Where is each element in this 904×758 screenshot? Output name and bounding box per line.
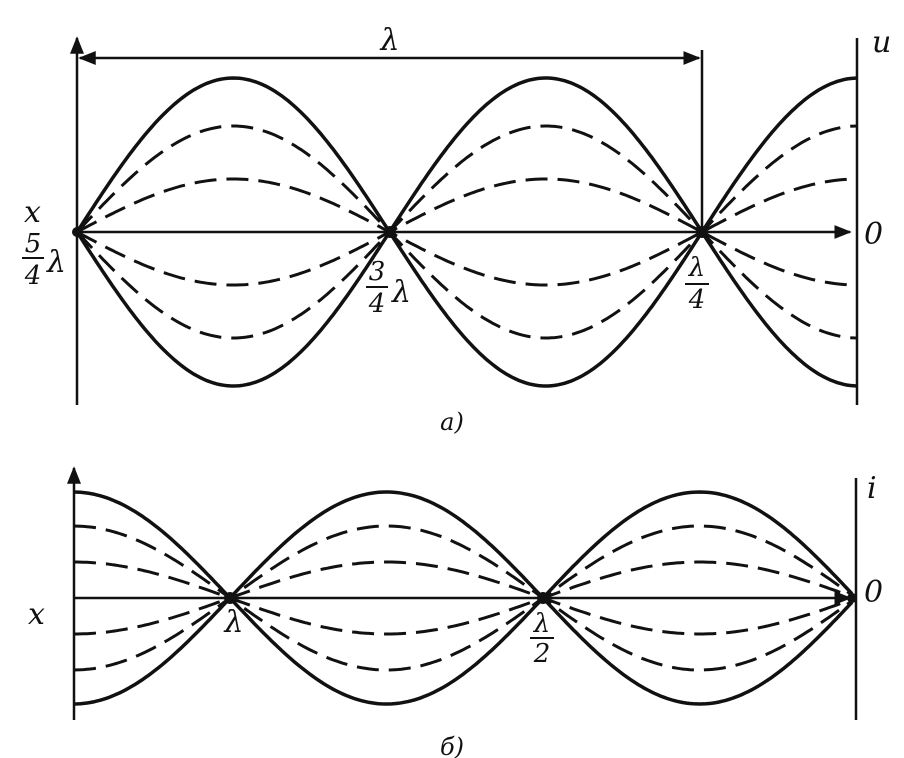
wavelength-label: λ (379, 23, 399, 58)
node-point-a-left (72, 227, 82, 237)
b-curve-dashed-2-upper (74, 560, 853, 600)
b-curve-dashed-1-lower (73, 596, 853, 672)
node-point-b-2 (537, 592, 549, 604)
left-node-label: 5 4 λ (22, 229, 66, 291)
a-curve-envelope-lower (75, 229, 858, 388)
origin-label-b: 0 (864, 575, 883, 610)
left-node-numerator: 5 (25, 229, 42, 259)
x-axis-label-a: x (24, 195, 41, 230)
left-node-suffix: λ (46, 245, 66, 280)
node-1-label: λ (223, 605, 243, 640)
origin-label-a: 0 (864, 217, 883, 252)
diagram-a: λ u 0 x 5 4 λ 3 4 λ λ 4 a) (22, 23, 891, 436)
x-axis-label-b: x (28, 597, 45, 632)
b-curve-envelope-lower (73, 596, 854, 706)
b-curve-envelope-upper (73, 490, 854, 600)
middle-node-suffix: λ (391, 275, 411, 310)
diagram-b: i 0 x λ λ 2 б) (28, 466, 883, 758)
a-curve-envelope-upper (75, 76, 858, 235)
middle-node-denominator: 4 (368, 289, 386, 319)
node-point-b-end (847, 593, 857, 603)
node-2-label: λ 2 (530, 609, 554, 669)
right-node-numerator: λ (688, 253, 705, 283)
wave-curves-b (73, 490, 854, 706)
b-curve-dashed-1-upper (73, 524, 853, 600)
vertical-axis-label-u: u (872, 25, 891, 60)
caption-b: б) (440, 733, 464, 758)
a-curve-dashed-2-lower (76, 230, 858, 287)
vertical-axis-label-i: i (867, 471, 877, 506)
right-node-denominator: 4 (688, 285, 706, 315)
middle-node-numerator: 3 (369, 257, 386, 287)
a-curve-dashed-1-lower (75, 230, 858, 340)
wave-curves-a (75, 76, 858, 388)
middle-node-label: 3 4 λ (366, 257, 411, 319)
node-point-a-right (696, 226, 708, 238)
node-point-b-1 (224, 592, 236, 604)
left-node-denominator: 4 (24, 261, 42, 291)
node-point-a-middle (384, 226, 396, 238)
right-node-label: λ 4 (685, 253, 709, 315)
caption-a: a) (440, 408, 464, 436)
node-2-denominator: 2 (533, 639, 551, 669)
a-curve-dashed-2-upper (76, 177, 858, 234)
node-2-numerator: λ (533, 609, 550, 639)
b-curve-dashed-2-lower (74, 596, 853, 636)
a-curve-dashed-1-upper (75, 124, 858, 234)
